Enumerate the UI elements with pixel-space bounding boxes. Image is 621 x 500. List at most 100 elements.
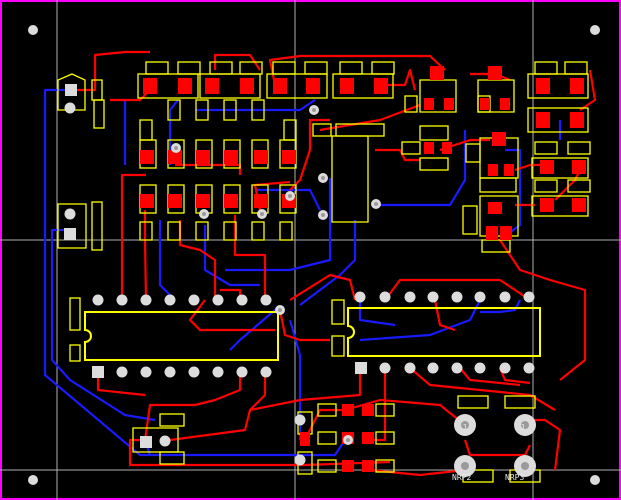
smd-pad bbox=[140, 150, 154, 164]
smd-pad bbox=[572, 160, 586, 174]
smd-pad bbox=[536, 112, 550, 128]
via-hole bbox=[202, 212, 206, 216]
transistor-outline bbox=[479, 195, 519, 237]
top-trace bbox=[120, 173, 146, 300]
silk-outline bbox=[139, 119, 153, 141]
smd-pad bbox=[540, 160, 554, 174]
silk-outline bbox=[404, 95, 418, 113]
bottom-trace bbox=[255, 188, 321, 211]
mounting-hole bbox=[590, 25, 600, 35]
silk-outline bbox=[167, 99, 181, 121]
top-copper-traces bbox=[68, 50, 597, 477]
silk-outline bbox=[251, 99, 265, 121]
via-hole bbox=[312, 108, 316, 112]
smd-pad bbox=[342, 404, 354, 416]
smd-pad bbox=[570, 78, 584, 94]
smd-pad bbox=[424, 142, 434, 154]
smd-pad bbox=[168, 194, 182, 208]
via-hole bbox=[346, 438, 350, 442]
screw-terminal-label-2: J bbox=[520, 423, 525, 432]
smd-pad bbox=[488, 66, 502, 80]
through-hole-pad bbox=[260, 366, 272, 378]
silk-outline bbox=[145, 61, 169, 75]
through-hole-pad bbox=[523, 362, 535, 374]
silk-outline bbox=[331, 335, 345, 357]
ic-left-outline bbox=[84, 311, 279, 361]
through-hole-pad bbox=[188, 366, 200, 378]
smd-pad bbox=[442, 142, 452, 154]
via-hole bbox=[321, 176, 325, 180]
smd-pad bbox=[273, 78, 287, 94]
smd-pad bbox=[486, 226, 498, 240]
top-trace bbox=[459, 367, 521, 387]
soic-outline bbox=[331, 135, 369, 223]
through-hole-pad bbox=[188, 294, 200, 306]
top-trace bbox=[463, 439, 531, 457]
silk-outline bbox=[239, 61, 263, 75]
through-hole-pad bbox=[427, 362, 439, 374]
top-trace bbox=[433, 299, 456, 332]
terminal-hole bbox=[461, 462, 469, 470]
bottom-trace bbox=[359, 299, 481, 342]
via-hole bbox=[174, 146, 178, 150]
connector-label-nrp3: NRP3 bbox=[505, 473, 524, 482]
silk-outline bbox=[534, 179, 558, 193]
silk-outline bbox=[534, 61, 558, 75]
through-hole-pad bbox=[212, 366, 224, 378]
smd-pad bbox=[570, 112, 584, 128]
top-trace bbox=[178, 220, 217, 300]
top-trace bbox=[319, 103, 421, 132]
smd-pad bbox=[300, 432, 310, 446]
screw-terminal-label-1: J bbox=[462, 423, 467, 432]
through-hole-pad bbox=[523, 291, 535, 303]
smd-pad bbox=[362, 432, 374, 444]
silk-outline bbox=[317, 431, 337, 445]
mounting-hole bbox=[590, 475, 600, 485]
smd-pad bbox=[178, 78, 192, 94]
silk-outline bbox=[69, 344, 81, 362]
silk-outline bbox=[317, 403, 337, 417]
smd-pad bbox=[362, 404, 374, 416]
connector-label-nrp2: NRP2 bbox=[452, 473, 471, 482]
silk-outline bbox=[167, 221, 181, 241]
bottom-trace bbox=[203, 225, 260, 287]
smd-pad bbox=[168, 150, 182, 164]
silk-outline bbox=[375, 459, 395, 473]
bottom-trace bbox=[375, 130, 467, 207]
silk-outline bbox=[371, 61, 395, 75]
via-hole bbox=[288, 194, 292, 198]
top-trace bbox=[409, 367, 556, 411]
top-trace bbox=[525, 418, 562, 471]
regulator-outline bbox=[57, 73, 86, 111]
silk-outline bbox=[91, 79, 103, 101]
smd-pad bbox=[504, 164, 514, 176]
smd-pad bbox=[254, 150, 268, 164]
silk-outline bbox=[465, 143, 481, 163]
silk-outline bbox=[339, 61, 363, 75]
through-hole-pad bbox=[116, 294, 128, 306]
via-hole bbox=[374, 202, 378, 206]
via-hole bbox=[278, 308, 282, 312]
silk-outline bbox=[195, 221, 209, 241]
through-hole-pad bbox=[499, 291, 511, 303]
smd-pad bbox=[282, 150, 296, 164]
top-trace bbox=[68, 50, 150, 92]
pin1-square-pad bbox=[140, 436, 152, 448]
top-trace bbox=[268, 54, 446, 86]
mounting-hole bbox=[28, 475, 38, 485]
through-hole-pad bbox=[404, 291, 416, 303]
through-hole-pad bbox=[427, 291, 439, 303]
smd-pad bbox=[500, 226, 512, 240]
bottom-trace bbox=[480, 299, 521, 314]
smd-pad bbox=[196, 150, 210, 164]
component-labels: J J NRP2 NRP3 bbox=[452, 423, 525, 482]
silk-outline bbox=[223, 99, 237, 121]
silkscreen-outlines bbox=[57, 61, 591, 483]
through-hole-pad bbox=[64, 208, 76, 220]
through-hole-pad bbox=[404, 362, 416, 374]
silk-outline bbox=[91, 201, 103, 251]
top-trace bbox=[143, 370, 242, 441]
smd-pad bbox=[492, 132, 506, 146]
terminal-hole bbox=[461, 421, 469, 429]
